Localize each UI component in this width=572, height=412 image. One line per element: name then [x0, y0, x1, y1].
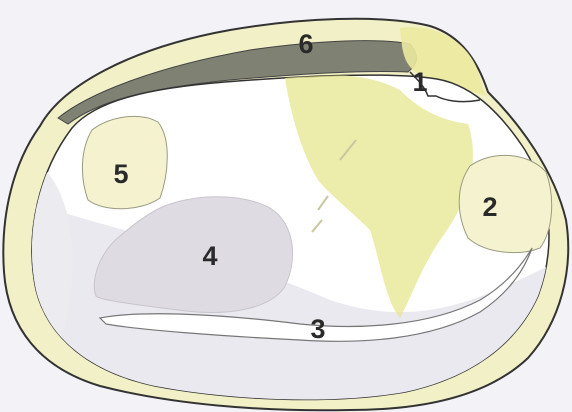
posterior-muscle-scar	[459, 155, 551, 252]
label-4: 4	[202, 241, 217, 271]
label-6: 6	[298, 29, 313, 59]
label-5: 5	[113, 159, 128, 189]
label-2: 2	[482, 192, 497, 222]
label-3: 3	[310, 314, 325, 344]
label-1: 1	[412, 67, 427, 97]
